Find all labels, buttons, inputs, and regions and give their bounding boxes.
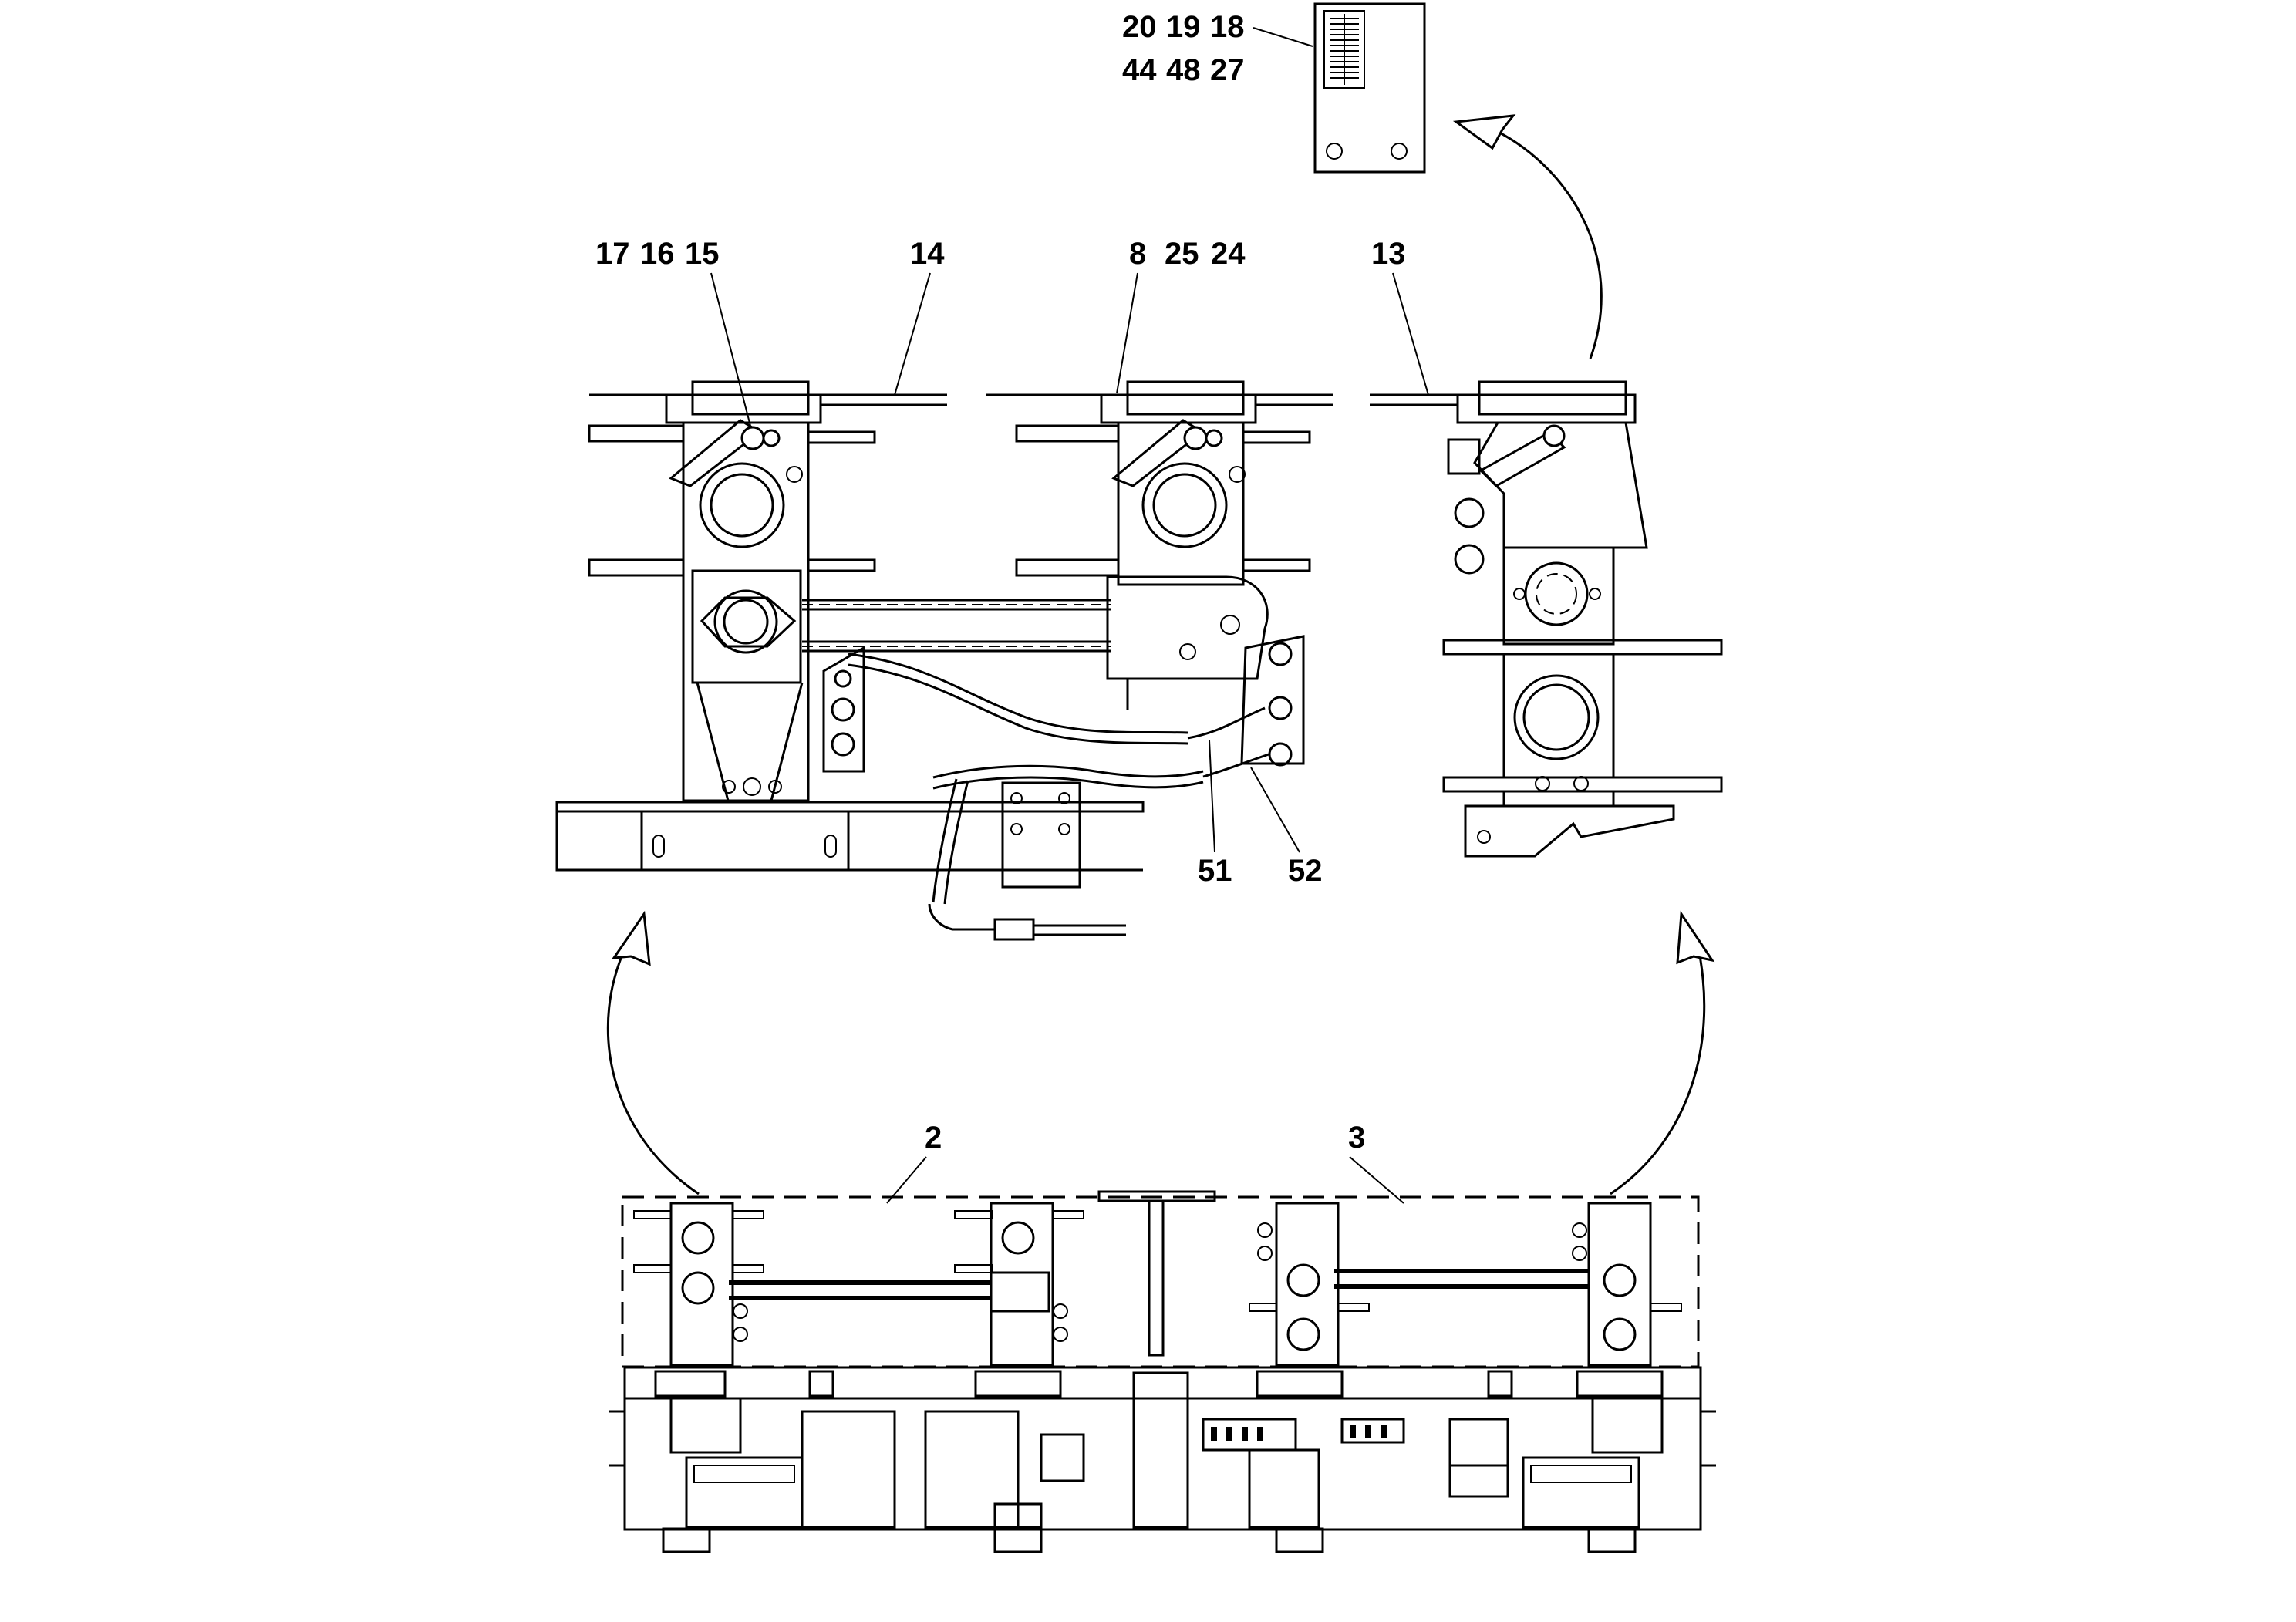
callout-14: 14 (910, 237, 945, 271)
callout-20: 20 (1122, 10, 1157, 44)
front-view-detail (555, 380, 1333, 941)
callout-48: 48 (1166, 53, 1201, 87)
overview-mount-1 (633, 1202, 764, 1367)
overview-main-frame (609, 1366, 1716, 1553)
callout-44: 44 (1122, 53, 1157, 87)
chains (802, 599, 1111, 653)
side-view-detail (1370, 380, 1723, 858)
overview-mount-4 (1572, 1202, 1682, 1367)
callout-3: 3 (1348, 1121, 1365, 1155)
callout-17: 17 (595, 237, 630, 271)
callout-16: 16 (640, 237, 675, 271)
middle-mount (986, 380, 1333, 767)
callout-2: 2 (925, 1121, 942, 1155)
left-mount (588, 380, 947, 802)
tag-plate-detail (1313, 2, 1426, 174)
hoses (848, 653, 1269, 941)
base-beam (555, 781, 1145, 889)
overview-assembly (609, 1190, 1716, 1553)
curved-arrows (606, 114, 1715, 1195)
callout-8: 8 (1129, 237, 1146, 271)
leader-lines (710, 27, 1429, 1204)
callout-25: 25 (1165, 237, 1199, 271)
overview-center-post (1097, 1190, 1216, 1357)
callout-13: 13 (1371, 237, 1406, 271)
callout-51: 51 (1198, 854, 1232, 888)
callout-labels: 20 19 18 44 48 27 17 16 15 14 8 25 24 13… (595, 10, 1406, 1155)
callout-52: 52 (1288, 854, 1323, 888)
callout-24: 24 (1211, 237, 1246, 271)
callout-27: 27 (1210, 53, 1245, 87)
callout-18: 18 (1210, 10, 1245, 44)
callout-15: 15 (685, 237, 720, 271)
callout-19: 19 (1166, 10, 1201, 44)
